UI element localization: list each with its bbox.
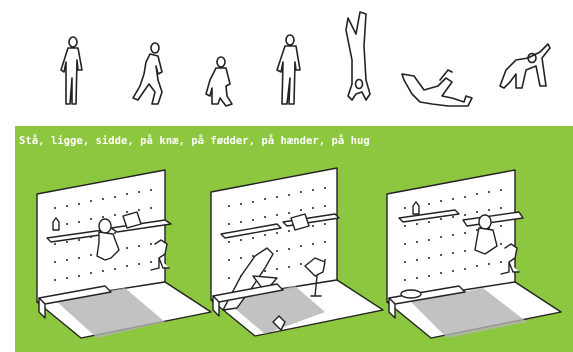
posture-figures-strip	[0, 0, 573, 122]
figure-standing	[61, 37, 82, 104]
figure-crawling	[500, 44, 550, 88]
figure-standing-2	[277, 35, 300, 104]
caption-text: Stå, ligge, sidde, på knæ, på fødder, på…	[19, 134, 370, 147]
figure-sitting	[133, 43, 162, 104]
workstation-panel: Stå, ligge, sidde, på knæ, på fødder, på…	[15, 126, 573, 352]
figure-lying	[402, 70, 472, 106]
figure-squatting	[206, 57, 232, 106]
figure-handstand	[346, 12, 370, 100]
